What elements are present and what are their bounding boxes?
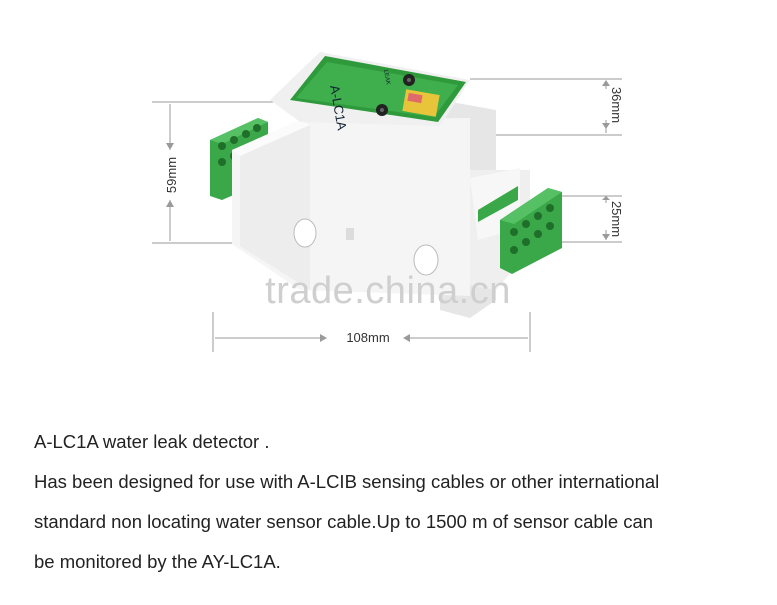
dim-label-108mm: 108mm xyxy=(346,330,389,345)
dimension-lines xyxy=(152,78,622,352)
dimension-arrows xyxy=(166,80,610,342)
description-line-2: Has been designed for use with A-LCIB se… xyxy=(34,471,660,492)
description-line-3: standard non locating water sensor cable… xyxy=(34,511,654,532)
watermark-text: trade.china.cn xyxy=(265,270,511,312)
device-led-label: LEAK xyxy=(382,69,391,85)
green-label-panel: A-LC1A LEAK xyxy=(290,56,466,132)
leak-detector-device: A-LC1A LEAK xyxy=(210,52,562,318)
dim-label-25mm: 25mm xyxy=(609,201,624,237)
dim-label-59mm: 59mm xyxy=(164,157,179,193)
description-line-1: A-LC1A water leak detector . xyxy=(34,431,270,452)
dim-label-36mm: 36mm xyxy=(609,87,624,123)
product-dimension-figure: 59mm 36mm 25mm 108mm xyxy=(152,52,624,352)
description-line-4: be monitored by the AY-LC1A. xyxy=(34,551,281,572)
right-terminal-block xyxy=(478,186,562,274)
